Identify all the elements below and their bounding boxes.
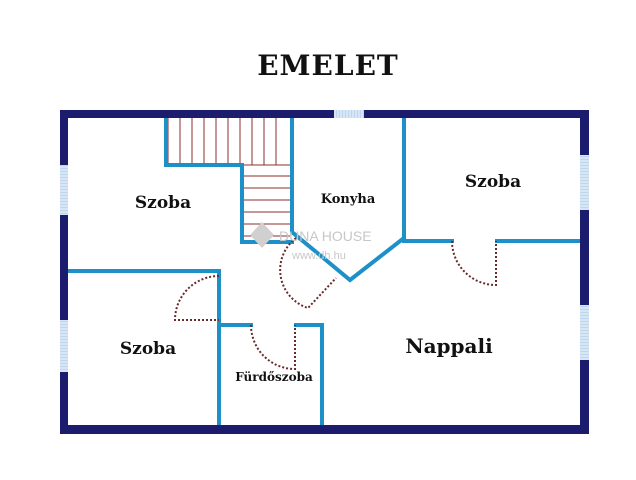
room-label-konyha: Konyha (321, 192, 376, 207)
room-label-szoba-top-left: Szoba (135, 193, 191, 213)
window-top (334, 110, 364, 118)
door-furdoszoba (250, 324, 296, 371)
watermark: DUNA HOUSE www.dh.hu (250, 222, 372, 262)
duna-house-logo-icon (250, 222, 274, 248)
plan-title: EMELET (257, 49, 399, 82)
door-nappali-szoba (451, 240, 497, 287)
room-label-nappali: Nappali (405, 334, 493, 358)
door-szoba-bottom-left (173, 275, 220, 321)
windows (60, 110, 589, 372)
window-right-lower (580, 305, 589, 360)
window-right-upper (580, 155, 589, 210)
window-left-lower (60, 320, 68, 372)
watermark-brand: DUNA HOUSE (279, 228, 372, 244)
watermark-url: www.dh.hu (291, 250, 346, 262)
staircase (167, 118, 290, 237)
room-label-szoba-top-right: Szoba (465, 172, 521, 192)
room-label-szoba-bottom-left: Szoba (120, 339, 176, 359)
inner-walls (66, 116, 582, 427)
room-label-furdoszoba: Fürdőszoba (235, 370, 313, 384)
doors (173, 237, 497, 371)
door-konyha (279, 237, 337, 310)
window-left-upper (60, 165, 68, 215)
